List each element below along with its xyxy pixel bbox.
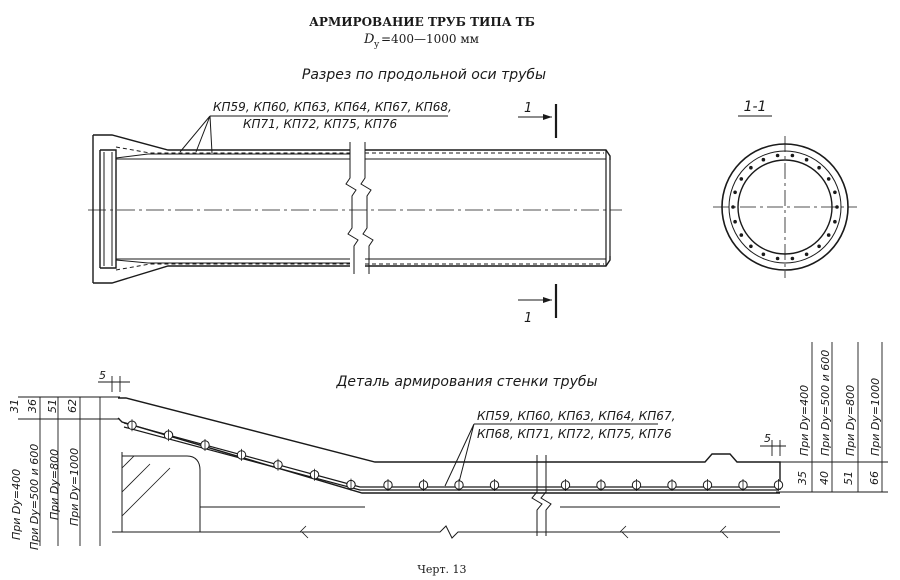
left-label-400: При Dy=400 xyxy=(10,469,23,540)
left-label-1000: При Dy=1000 xyxy=(68,448,81,526)
right-label-800: При Dy=800 xyxy=(844,385,857,456)
left-dimension-block: 5 31 36 51 62 При Dy=400 При Dy=500 и 60… xyxy=(8,369,130,550)
rebar-dot xyxy=(790,153,795,158)
left-dim-500-600: 36 xyxy=(26,399,39,413)
rebar-dot xyxy=(739,233,744,237)
rebar-dot xyxy=(826,177,831,181)
rebar-dot xyxy=(749,244,753,249)
left-dim-800: 51 xyxy=(46,399,59,413)
detail-heading: Деталь армирования стенки трубы xyxy=(335,374,597,390)
right-dim-400: 35 xyxy=(796,471,809,485)
right-dimension-block: 5 35 40 51 66 При Dy=400 При Dy=500 и 60… xyxy=(760,342,888,493)
rebar-dot xyxy=(761,157,766,162)
left-dim-400: 31 xyxy=(8,399,21,413)
right-dim-1000: 66 xyxy=(868,471,881,485)
rebar-dot xyxy=(833,190,837,195)
section-mark-top: 1 xyxy=(524,101,532,116)
detail-callout-line2: КП68, КП71, КП72, КП75, КП76 xyxy=(477,427,672,441)
left-label-500-600: При Dy=500 и 600 xyxy=(28,444,41,550)
right-dim-500-600: 40 xyxy=(818,471,831,485)
right-top-dim: 5 xyxy=(764,432,771,445)
rebar-dot xyxy=(749,165,753,170)
rebar-dot xyxy=(733,219,737,224)
figure-caption: Черт. 13 xyxy=(417,563,466,576)
diameter-subscript: у xyxy=(374,40,380,50)
wall-detail xyxy=(112,397,784,539)
rebar-dot xyxy=(733,190,737,195)
right-dim-800: 51 xyxy=(842,471,855,485)
section-heading: Разрез по продольной оси трубы xyxy=(302,67,546,83)
rebar-dot xyxy=(833,219,837,224)
right-label-1000: При Dy=1000 xyxy=(869,378,882,456)
pipe-cross-section xyxy=(713,136,857,278)
rebar-callout-line1: КП59, КП60, КП63, КП64, КП67, КП68, xyxy=(213,100,452,114)
left-dim-1000: 62 xyxy=(66,399,79,413)
right-label-500-600: При Dy=500 и 600 xyxy=(819,350,832,456)
diameter-symbol: D xyxy=(363,32,375,47)
left-top-dim: 5 xyxy=(99,369,106,382)
rebar-dot xyxy=(804,157,809,162)
right-label-400: При Dy=400 xyxy=(798,385,811,456)
rebar-dot xyxy=(775,153,780,158)
rebar-callout-line2: КП71, КП72, КП75, КП76 xyxy=(243,117,398,131)
rebar-dot xyxy=(761,252,766,257)
rebar-dot xyxy=(817,244,821,249)
rebar-dot xyxy=(835,205,839,209)
rebar-dot xyxy=(731,205,735,209)
diameter-range: D у =400—1000 мм xyxy=(363,32,479,50)
rebar-dot xyxy=(817,165,821,170)
diameter-value: =400—1000 мм xyxy=(381,32,479,46)
cross-section-label: 1-1 xyxy=(744,99,767,115)
rebar-dot xyxy=(739,177,744,181)
rebar-nodes xyxy=(127,419,784,491)
rebar-dot xyxy=(826,233,831,237)
section-mark-bottom: 1 xyxy=(524,311,532,326)
rebar-dot xyxy=(804,252,809,257)
drawing-title: АРМИРОВАНИЕ ТРУБ ТИПА ТБ xyxy=(309,15,535,29)
rebar-dot xyxy=(775,256,780,261)
left-label-800: При Dy=800 xyxy=(48,449,61,520)
pipe-longitudinal-section: 1 1 xyxy=(88,101,622,326)
rebar-dot xyxy=(790,256,795,261)
detail-callout-line1: КП59, КП60, КП63, КП64, КП67, xyxy=(477,409,675,423)
